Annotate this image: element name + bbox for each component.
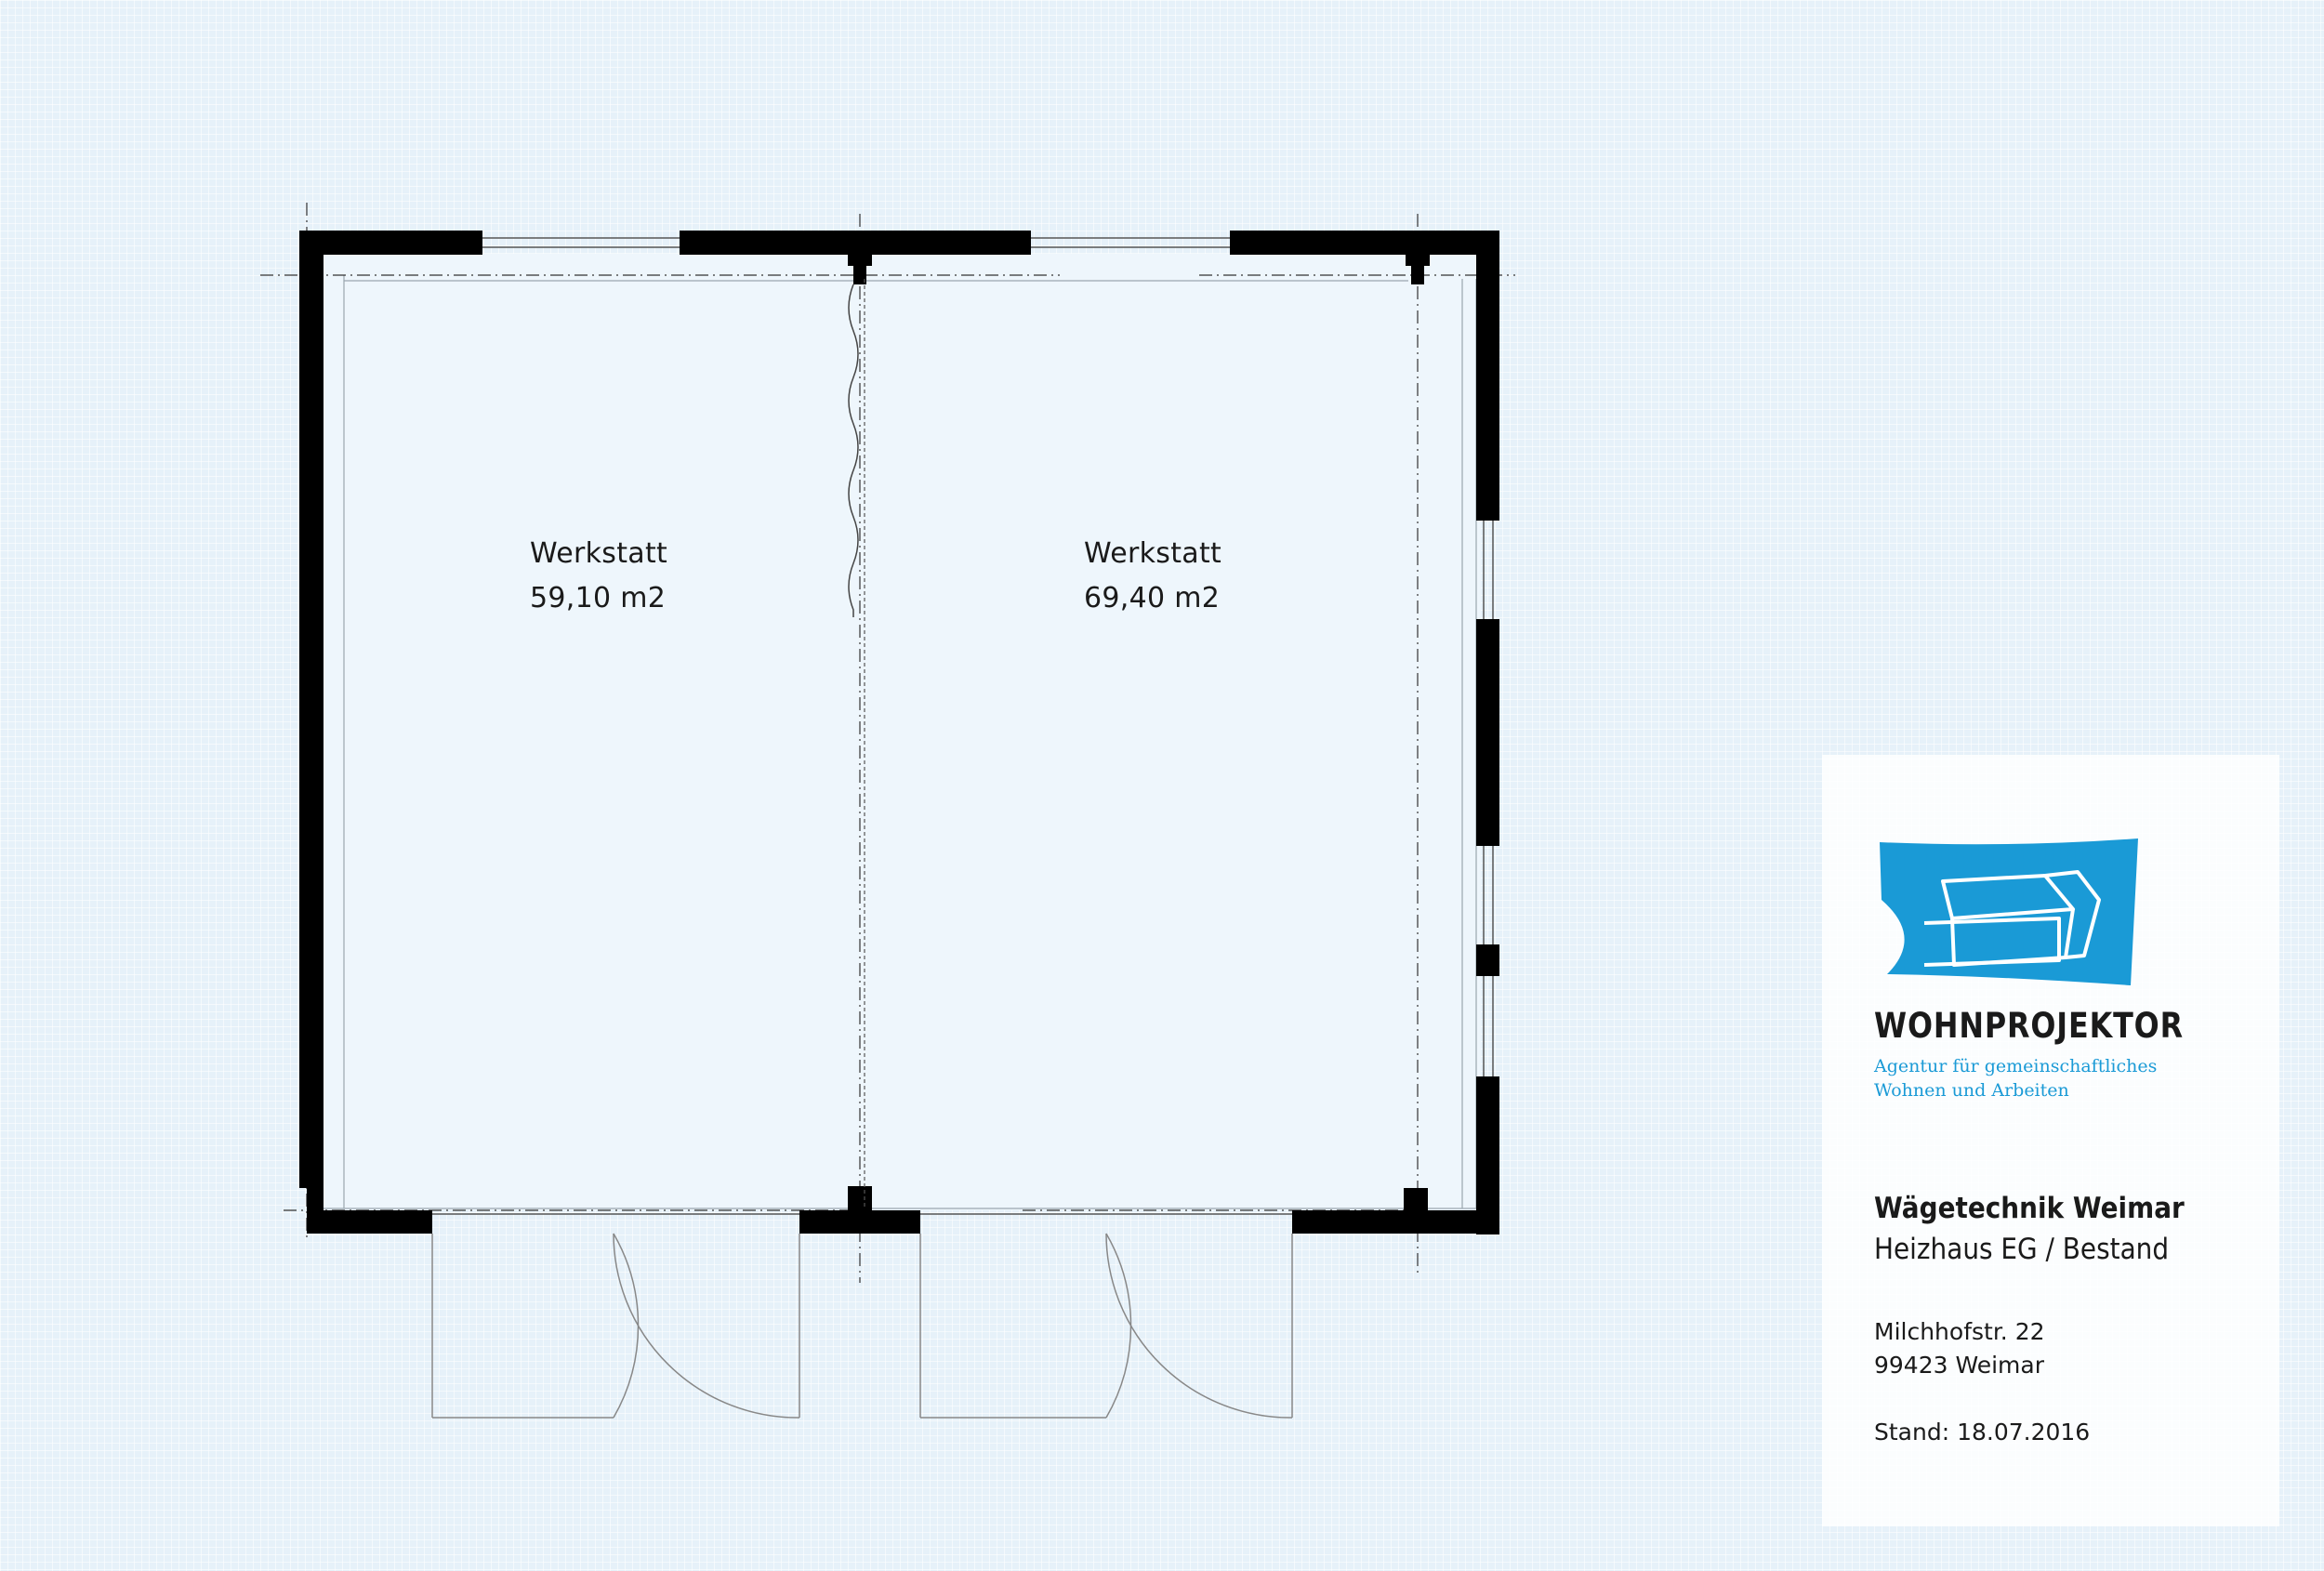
walls (299, 231, 1499, 1234)
windows (432, 237, 1494, 1215)
door-right (919, 1233, 1293, 1419)
project-name: Wägetechnik Weimar (1874, 1192, 2185, 1225)
title-block: WOHNPROJEKTOR Agentur für gemeinschaftli… (1822, 755, 2279, 1526)
room-name: Werkstatt (1084, 537, 1222, 570)
door-left (431, 1233, 800, 1419)
room-label-left: Werkstatt 59,10 m2 (530, 532, 667, 621)
wohnprojektor-logo-icon (1880, 838, 2138, 985)
address-city: 99423 Weimar (1874, 1352, 2045, 1379)
brand-tagline-2: Wohnen und Arbeiten (1874, 1080, 2069, 1101)
room-area: 69,40 m2 (1084, 582, 1221, 614)
room-label-right: Werkstatt 69,40 m2 (1084, 532, 1221, 621)
room-name: Werkstatt (530, 537, 668, 570)
partition-curtain (848, 284, 859, 617)
address-street: Milchhofstr. 22 (1874, 1318, 2045, 1345)
interior-floor (319, 254, 1481, 1210)
brand-tagline-1: Agentur für gemeinschaftliches (1874, 1056, 2158, 1076)
project-subtitle: Heizhaus EG / Bestand (1874, 1233, 2170, 1266)
room-area: 59,10 m2 (530, 582, 667, 614)
brand-name: WOHNPROJEKTOR (1874, 1006, 2184, 1046)
plan-date: Stand: 18.07.2016 (1874, 1419, 2091, 1446)
floor-plan (260, 203, 1515, 1419)
